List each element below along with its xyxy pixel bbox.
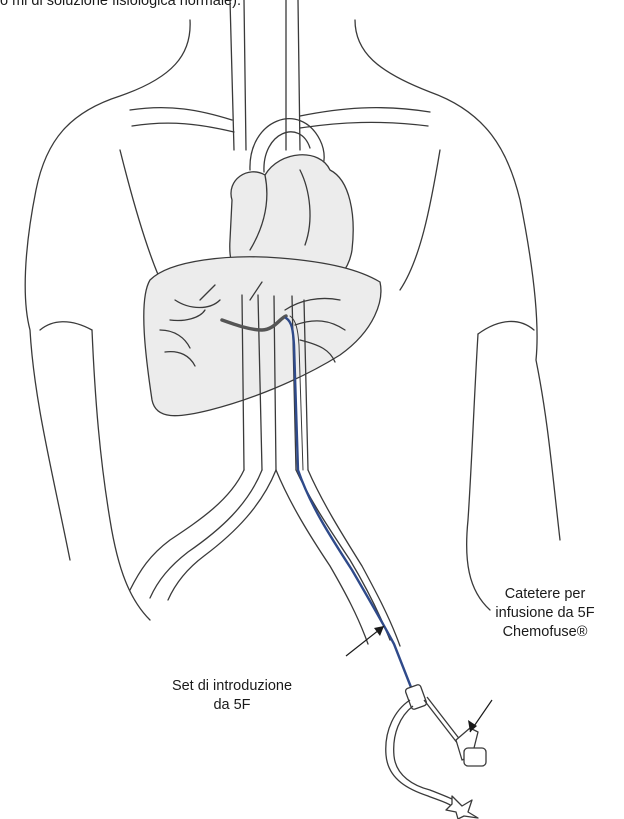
catheter-luer-hub [464,748,486,766]
chest-line-left [120,150,165,290]
liver [144,257,381,416]
label-catheter-line: infusione da 5F [470,604,620,623]
left-torso-side [92,330,150,620]
label-catheter: Catetere per infusione da 5F Chemofuse® [470,585,620,642]
label-introducer-line: Set di introduzione [132,677,332,696]
arrowhead-introducer [374,626,384,636]
label-introducer-line: da 5F [132,696,332,715]
subclavian-left [132,123,234,132]
introducer-hub [405,684,428,710]
subclavian-right [300,122,428,128]
catheter-extension [424,700,458,744]
label-introducer: Set di introduzione da 5F [132,677,332,715]
iliac-left [150,470,262,598]
iliac-left [168,470,276,600]
label-catheter-line: Chemofuse® [470,623,620,642]
right-torso-side [467,334,490,610]
subclavian-left [130,108,232,120]
iliac-right [276,470,368,644]
neck-vessel [244,0,246,150]
body-outline-right [355,20,560,540]
chest-line-right [400,150,440,290]
left-arm-inner [40,322,92,330]
right-arm-inner [478,321,534,334]
subclavian-right [300,108,430,116]
neck-vessel [230,0,234,150]
stopcock-valve [446,796,478,819]
label-catheter-line: Catetere per [470,585,620,604]
catheter-extension [427,697,461,741]
iliac-right [308,470,400,646]
